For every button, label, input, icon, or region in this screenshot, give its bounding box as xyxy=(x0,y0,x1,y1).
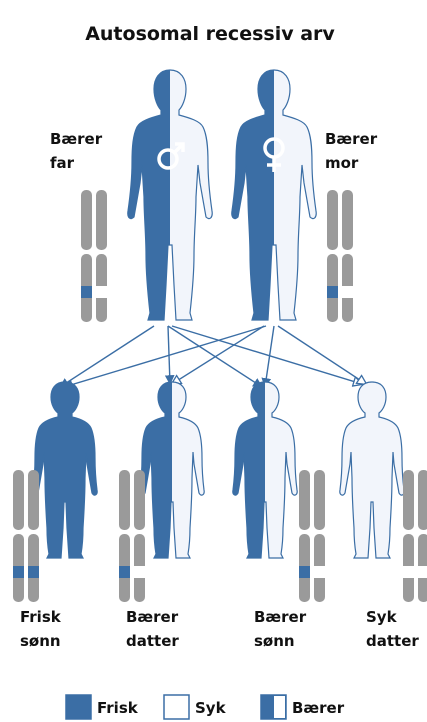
mother-label-line1: Bærer xyxy=(325,130,378,148)
mother-figure xyxy=(232,70,316,320)
child4-label-line1: Syk xyxy=(366,608,398,626)
child2-label-line2: datter xyxy=(126,632,179,650)
father-label-line1: Bærer xyxy=(50,130,103,148)
child-figure-baerer-sonn xyxy=(233,382,297,558)
arrow-mother-daughter2 xyxy=(278,326,366,384)
chromatid-right xyxy=(418,470,427,602)
legend: Frisk Syk Bærer xyxy=(66,695,345,719)
chromatid-left xyxy=(403,470,414,602)
chromatid-left xyxy=(13,470,24,602)
chromatid-left xyxy=(119,470,130,602)
child2-label-line1: Bærer xyxy=(126,608,179,626)
chromatid-right xyxy=(342,190,353,322)
child1-chromosome-pair xyxy=(13,470,39,602)
father-figure xyxy=(128,70,212,320)
arrow-mother-son1 xyxy=(64,326,266,387)
legend-swatch-baerer xyxy=(261,695,286,719)
child-figure-frisk-sonn xyxy=(33,382,97,558)
chromatid-right xyxy=(314,470,325,602)
diagram-title: Autosomal recessiv arv xyxy=(85,23,335,45)
mother-label-line2: mor xyxy=(325,154,359,172)
child2-chromosome-pair xyxy=(119,470,145,602)
legend-label-frisk: Frisk xyxy=(97,699,139,717)
chromatid-left xyxy=(81,190,92,322)
chromatid-left xyxy=(299,470,310,602)
father-chromosome-pair xyxy=(81,190,107,322)
chromatid-left xyxy=(327,190,338,322)
child1-label-line2: sønn xyxy=(20,632,61,650)
chromatid-right xyxy=(28,470,39,602)
child4-chromosome-pair xyxy=(403,470,427,602)
chromatid-right xyxy=(134,470,145,602)
mother-chromosome-pair xyxy=(327,190,353,322)
legend-label-baerer: Bærer xyxy=(292,699,345,717)
legend-swatch-frisk xyxy=(66,695,91,719)
child-figure-baerer-datter xyxy=(140,382,204,558)
chromatid-right xyxy=(96,190,107,322)
legend-label-syk: Syk xyxy=(195,699,227,717)
inheritance-arrows xyxy=(60,326,366,387)
arrow-mother-daughter1 xyxy=(172,326,264,384)
child-figure-syk-datter xyxy=(340,382,404,558)
legend-swatch-syk xyxy=(164,695,189,719)
father-label-line2: far xyxy=(50,154,75,172)
child3-chromosome-pair xyxy=(299,470,325,602)
child1-label-line1: Frisk xyxy=(20,608,62,626)
child3-label-line1: Bærer xyxy=(254,608,307,626)
arrow-father-son1 xyxy=(60,326,154,387)
child3-label-line2: sønn xyxy=(254,632,295,650)
child4-label-line2: datter xyxy=(366,632,419,650)
